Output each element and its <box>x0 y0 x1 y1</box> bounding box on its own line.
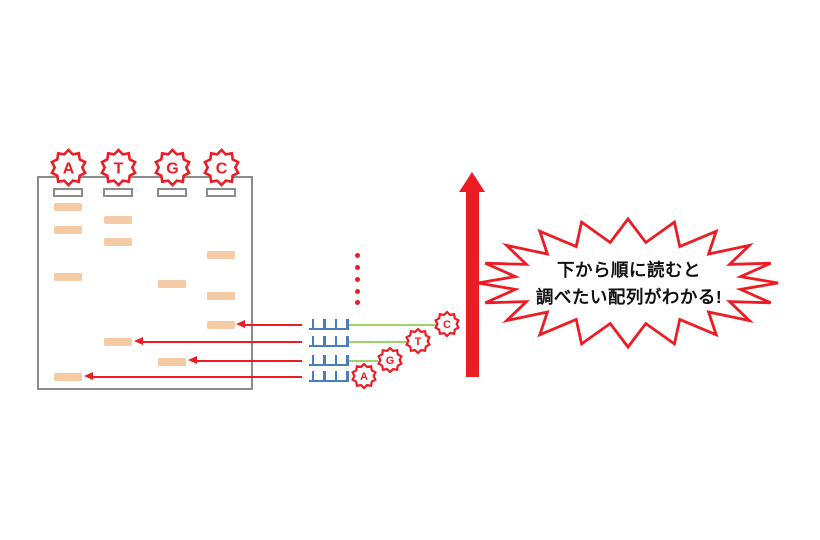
template-comb-G <box>309 363 349 367</box>
comb-tick <box>311 370 315 380</box>
ellipsis-dot <box>354 288 360 294</box>
comb-tick <box>346 370 349 380</box>
bubble-text-line1: 下から順に読むと <box>557 260 701 280</box>
gel-band-A <box>54 203 82 211</box>
gel-band-T <box>104 238 132 246</box>
ellipsis-dot <box>354 276 360 282</box>
base-badge-T: T <box>405 327 431 355</box>
synthesized-strand-T <box>349 340 407 344</box>
well-T <box>103 188 133 197</box>
svg-text:T: T <box>113 160 123 177</box>
comb-tick <box>323 354 326 364</box>
well-A <box>53 188 83 197</box>
comb-tick <box>323 335 326 345</box>
gel-band-C <box>207 251 235 259</box>
template-comb-C <box>309 327 349 331</box>
comb-tick <box>311 335 315 345</box>
lane-badge-C: C <box>202 147 240 187</box>
template-comb-A <box>309 379 349 383</box>
synthesized-strand-G <box>349 359 378 363</box>
gel-band-G <box>158 358 186 366</box>
comb-tick <box>334 335 338 345</box>
svg-text:T: T <box>415 336 422 348</box>
svg-text:G: G <box>166 160 178 177</box>
lane-badge-T: T <box>99 147 137 187</box>
band-arrow-G <box>196 359 302 363</box>
gel-band-T <box>104 216 132 224</box>
comb-tick <box>346 335 349 345</box>
band-arrowhead-T <box>134 337 143 346</box>
ellipsis-dot <box>354 299 360 305</box>
svg-text:G: G <box>386 355 395 367</box>
comb-tick <box>323 370 326 380</box>
svg-text:C: C <box>215 160 227 177</box>
band-arrow-A <box>92 375 302 379</box>
band-arrow-C <box>244 323 302 327</box>
base-badge-A: A <box>351 362 377 390</box>
base-badge-G: G <box>377 346 403 374</box>
gel-band-C <box>207 321 235 329</box>
lane-badge-G: G <box>153 147 191 187</box>
comb-tick <box>346 318 349 328</box>
ellipsis-dot <box>354 252 360 258</box>
svg-text:C: C <box>443 319 451 331</box>
comb-tick <box>346 354 349 364</box>
gel-band-A <box>54 273 82 281</box>
band-arrowhead-A <box>84 372 93 381</box>
bubble-text: 下から順に読むと 調べたい配列がわかる! <box>488 248 770 320</box>
gel-band-A <box>54 226 82 234</box>
burst-bubble-outline <box>477 216 779 350</box>
gel-band-C <box>207 292 235 300</box>
gel-band-G <box>158 280 186 288</box>
comb-tick <box>311 318 315 328</box>
svg-text:A: A <box>360 371 368 383</box>
template-comb-T <box>309 344 349 348</box>
gel-band-T <box>104 338 132 346</box>
comb-tick <box>334 354 338 364</box>
ellipsis-dot <box>354 264 360 270</box>
lane-badge-A: A <box>49 147 87 187</box>
band-arrowhead-C <box>236 320 245 329</box>
well-G <box>157 188 187 197</box>
comb-tick <box>334 370 338 380</box>
gel-box <box>37 176 253 390</box>
read-direction-arrow-head <box>458 172 485 192</box>
bubble-text-line2: 調べたい配列がわかる! <box>535 287 723 307</box>
comb-tick <box>323 318 326 328</box>
gel-band-A <box>54 373 82 381</box>
well-C <box>206 188 236 197</box>
read-direction-arrow-shaft <box>465 190 479 377</box>
band-arrow-T <box>142 340 302 344</box>
base-badge-C: C <box>434 310 460 338</box>
comb-tick <box>311 354 315 364</box>
synthesized-strand-C <box>349 323 436 327</box>
comb-tick <box>334 318 338 328</box>
band-arrowhead-G <box>188 356 197 365</box>
svg-text:A: A <box>62 160 74 177</box>
